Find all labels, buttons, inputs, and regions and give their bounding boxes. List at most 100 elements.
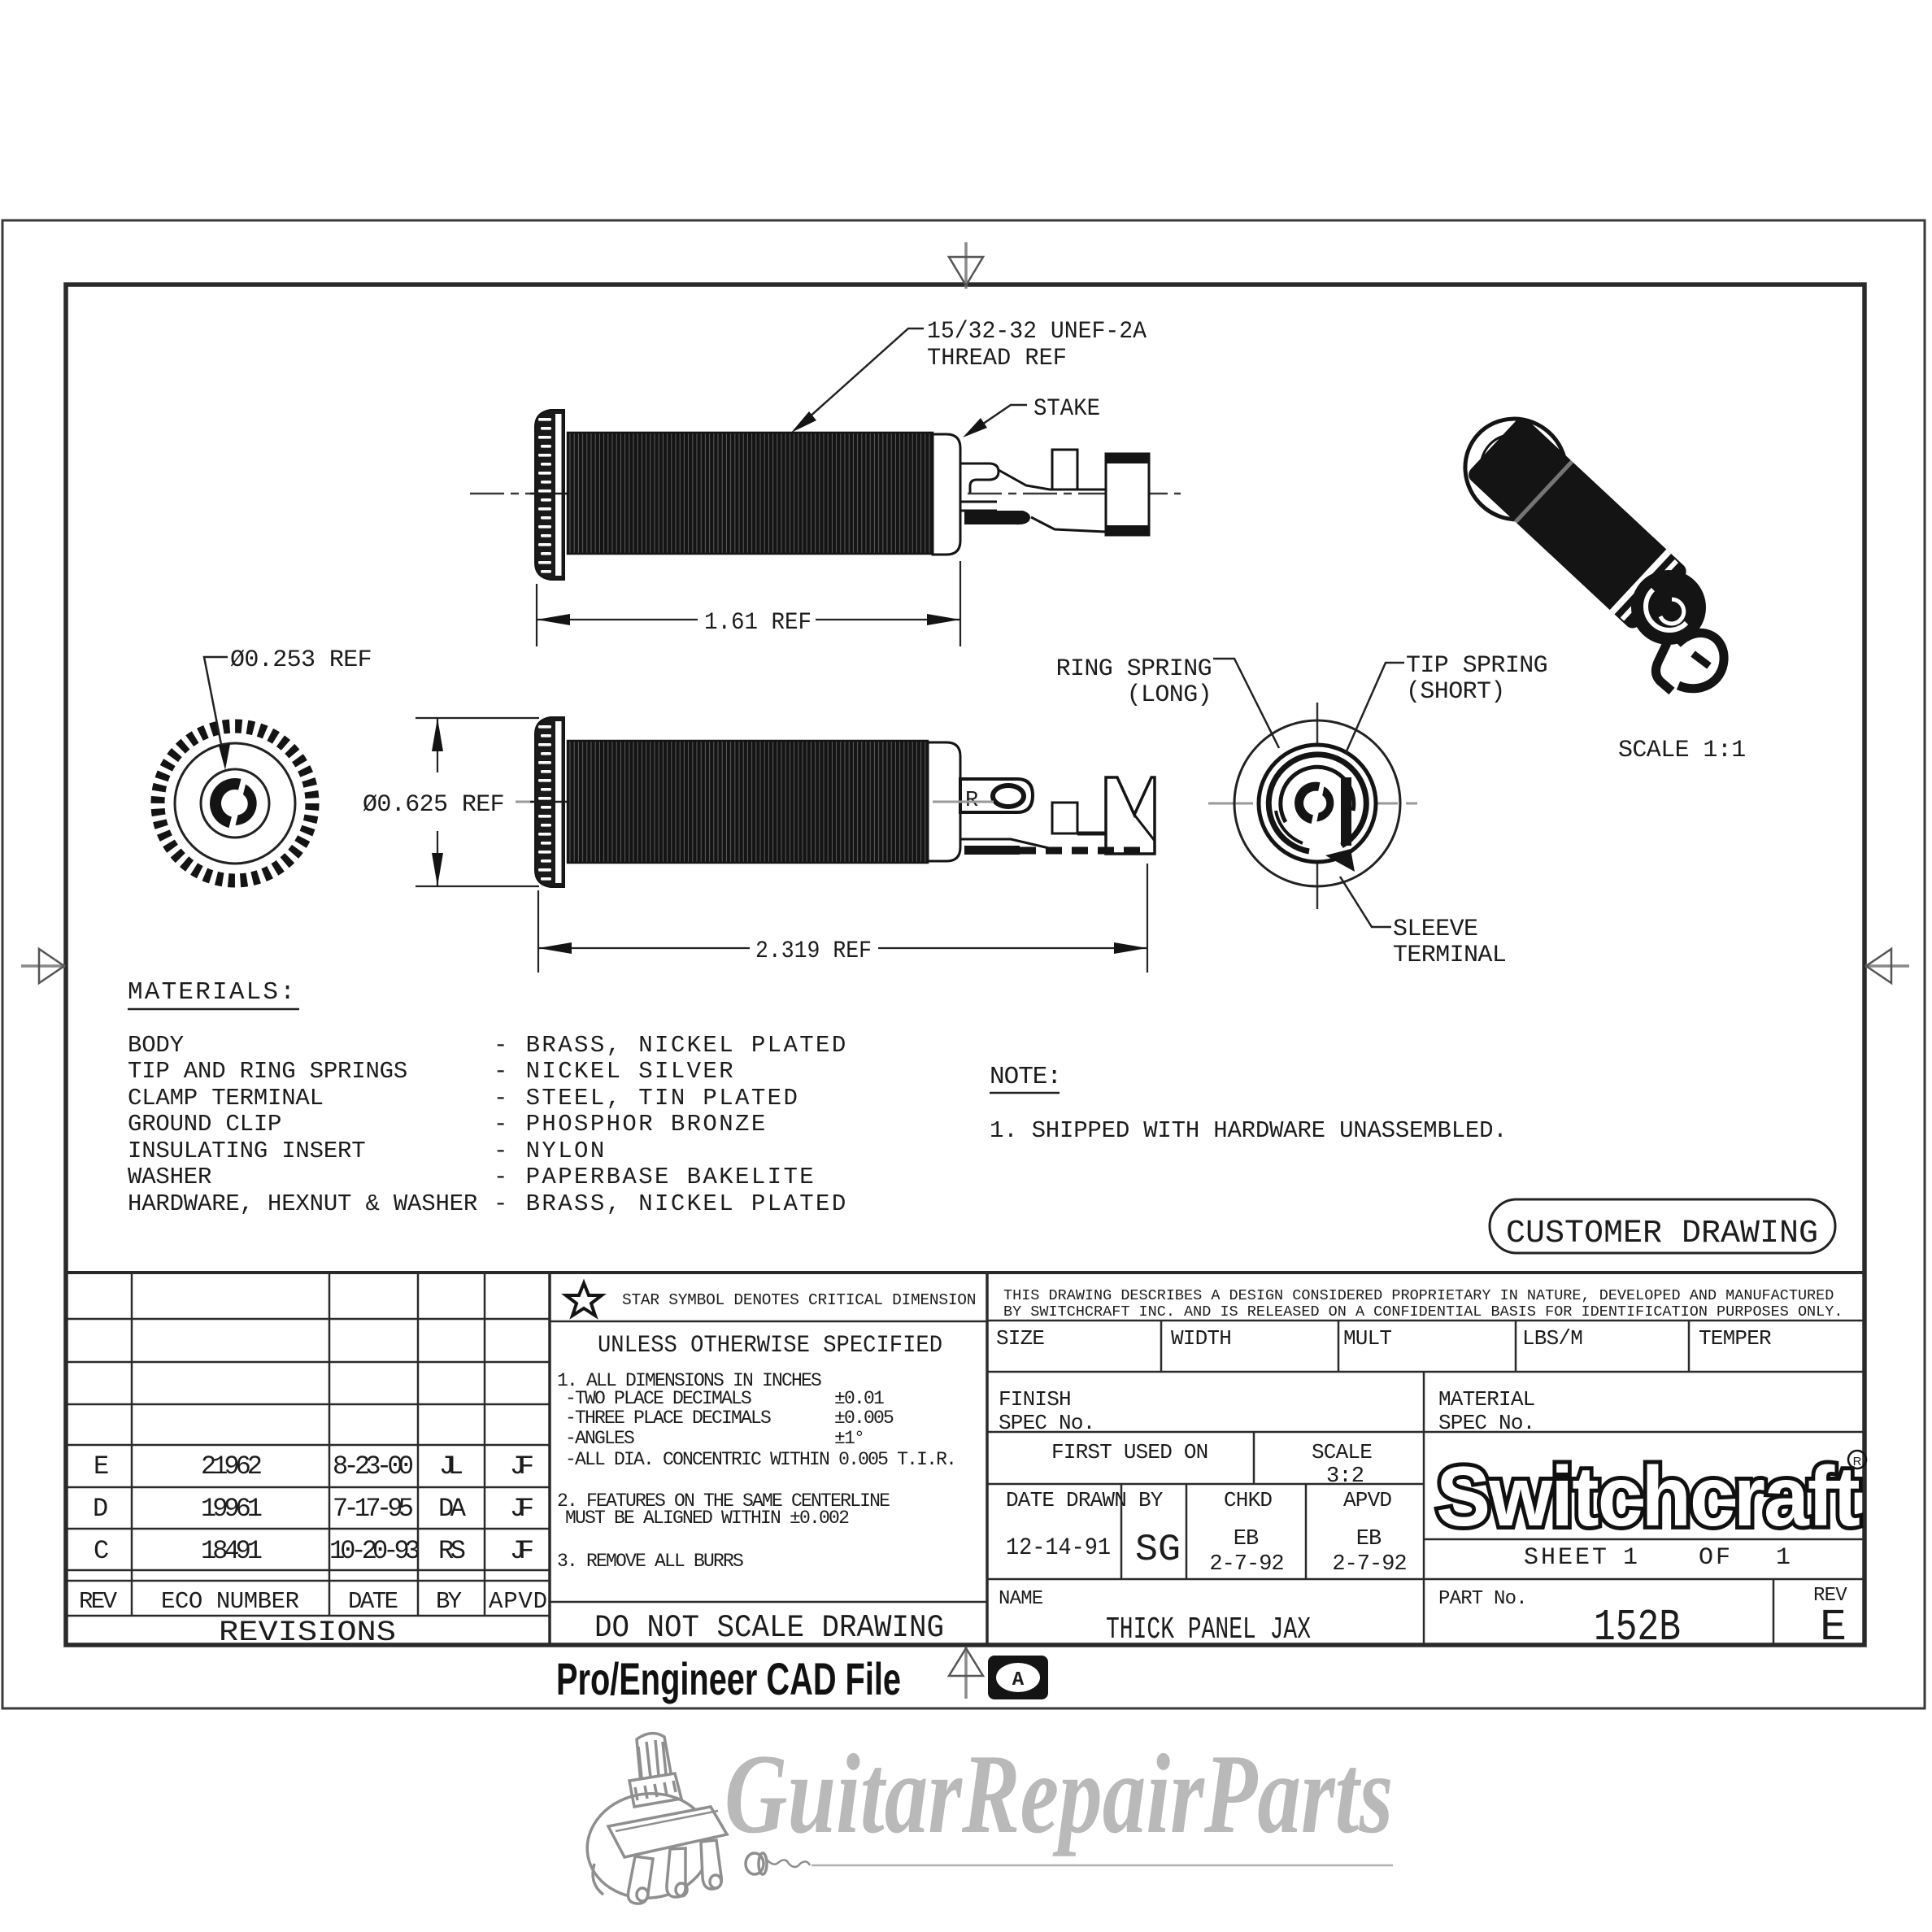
svg-text:1. SHIPPED WITH HARDWARE UNASS: 1. SHIPPED WITH HARDWARE UNASSEMBLED. xyxy=(990,1117,1508,1144)
svg-text:7-17-95: 7-17-95 xyxy=(333,1494,414,1524)
svg-text:JF: JF xyxy=(510,1536,534,1566)
svg-text:2. FEATURES ON THE SAME CENTER: 2. FEATURES ON THE SAME CENTERLINE xyxy=(557,1490,890,1512)
svg-text:JF: JF xyxy=(510,1494,534,1524)
svg-text:TERMINAL: TERMINAL xyxy=(1393,942,1506,969)
svg-text:RS: RS xyxy=(438,1536,466,1566)
svg-text:WASHER: WASHER xyxy=(128,1164,211,1190)
svg-text:REV: REV xyxy=(79,1588,118,1615)
svg-text:SIZE: SIZE xyxy=(996,1326,1044,1351)
svg-text:21962: 21962 xyxy=(201,1451,263,1482)
svg-text:R: R xyxy=(1853,1455,1862,1469)
svg-text:- STEEL, TIN PLATED: - STEEL, TIN PLATED xyxy=(494,1085,799,1112)
svg-text:JF: JF xyxy=(510,1451,534,1482)
svg-text:CUSTOMER DRAWING: CUSTOMER DRAWING xyxy=(1506,1216,1818,1252)
svg-text:C: C xyxy=(94,1536,109,1566)
svg-text:BY: BY xyxy=(436,1588,462,1615)
svg-text:STAKE: STAKE xyxy=(1033,395,1100,423)
svg-text:FINISH: FINISH xyxy=(999,1387,1071,1412)
svg-text:2-7-92: 2-7-92 xyxy=(1332,1552,1406,1577)
svg-text:PART No.: PART No. xyxy=(1438,1588,1527,1610)
svg-text:CLAMP TERMINAL: CLAMP TERMINAL xyxy=(128,1085,324,1112)
svg-text:±0.005: ±0.005 xyxy=(834,1408,894,1429)
svg-text:SCALE: SCALE xyxy=(1312,1440,1372,1464)
svg-text:2.319 REF: 2.319 REF xyxy=(755,938,872,965)
svg-text:TEMPER: TEMPER xyxy=(1699,1326,1771,1351)
svg-text:10-20-93: 10-20-93 xyxy=(329,1536,420,1566)
svg-text:3. REMOVE ALL BURRS: 3. REMOVE ALL BURRS xyxy=(557,1551,743,1572)
svg-text:2-7-92: 2-7-92 xyxy=(1209,1552,1283,1577)
svg-text:DA: DA xyxy=(438,1494,467,1524)
svg-text:CHKD: CHKD xyxy=(1224,1488,1272,1512)
svg-text:THREAD REF: THREAD REF xyxy=(927,345,1067,372)
svg-text:SHEET: SHEET xyxy=(1524,1544,1609,1572)
svg-text:APVD: APVD xyxy=(489,1588,547,1615)
svg-text:INSULATING INSERT: INSULATING INSERT xyxy=(128,1138,365,1164)
svg-text:-THREE PLACE DECIMALS: -THREE PLACE DECIMALS xyxy=(565,1408,771,1429)
svg-text:1. ALL DIMENSIONS IN INCHES: 1. ALL DIMENSIONS IN INCHES xyxy=(557,1370,821,1391)
svg-text:STAR SYMBOL DENOTES CRITICAL D: STAR SYMBOL DENOTES CRITICAL DIMENSION xyxy=(622,1291,976,1309)
svg-text:OF: OF xyxy=(1699,1544,1733,1572)
svg-text:A: A xyxy=(1012,1669,1025,1691)
svg-text:THIS DRAWING DESCRIBES A DESIG: THIS DRAWING DESCRIBES A DESIGN CONSIDER… xyxy=(1003,1287,1834,1304)
svg-text:SCALE 1:1: SCALE 1:1 xyxy=(1618,737,1746,764)
svg-text:±1°: ±1° xyxy=(834,1428,864,1449)
svg-text:E: E xyxy=(94,1451,109,1482)
svg-text:TIP SPRING: TIP SPRING xyxy=(1406,652,1547,680)
svg-text:SG: SG xyxy=(1135,1529,1181,1571)
svg-text:DO NOT SCALE DRAWING: DO NOT SCALE DRAWING xyxy=(594,1610,944,1646)
svg-text:THICK PANEL JAX: THICK PANEL JAX xyxy=(1106,1612,1311,1647)
svg-text:TIP AND RING SPRINGS: TIP AND RING SPRINGS xyxy=(128,1058,407,1085)
svg-text:- PAPERBASE BAKELITE: - PAPERBASE BAKELITE xyxy=(494,1164,816,1190)
svg-text:LBS/M: LBS/M xyxy=(1522,1326,1582,1351)
svg-text:BODY: BODY xyxy=(128,1032,184,1059)
svg-text:Switchcraft: Switchcraft xyxy=(1436,1448,1860,1543)
svg-text:8-23-00: 8-23-00 xyxy=(333,1451,414,1482)
svg-text:JL: JL xyxy=(439,1451,463,1482)
svg-text:1: 1 xyxy=(1776,1544,1793,1572)
svg-text:MATERIALS:: MATERIALS: xyxy=(128,978,297,1007)
svg-text:- NYLON: - NYLON xyxy=(494,1138,607,1164)
svg-text:12-14-91: 12-14-91 xyxy=(1006,1534,1111,1562)
svg-text:APVD: APVD xyxy=(1343,1488,1391,1512)
svg-text:D: D xyxy=(93,1494,108,1524)
svg-text:BY SWITCHCRAFT INC. AND IS REL: BY SWITCHCRAFT INC. AND IS RELEASED ON A… xyxy=(1003,1303,1843,1321)
svg-text:1.61 REF: 1.61 REF xyxy=(704,609,812,637)
svg-text:EB: EB xyxy=(1356,1527,1382,1551)
svg-text:MUST BE ALIGNED WITHIN ±0.002: MUST BE ALIGNED WITHIN ±0.002 xyxy=(565,1508,849,1529)
svg-text:1: 1 xyxy=(1623,1544,1640,1572)
svg-text:GuitarRepairParts: GuitarRepairParts xyxy=(724,1730,1393,1856)
svg-text:GROUND CLIP: GROUND CLIP xyxy=(128,1111,281,1138)
svg-text:DATE: DATE xyxy=(348,1588,398,1615)
svg-text:- NICKEL SILVER: - NICKEL SILVER xyxy=(494,1058,735,1085)
svg-text:NOTE:: NOTE: xyxy=(990,1063,1061,1091)
svg-text:±0.01: ±0.01 xyxy=(834,1388,884,1409)
svg-text:DATE DRAWN: DATE DRAWN xyxy=(1006,1488,1126,1512)
svg-text:MULT: MULT xyxy=(1343,1326,1391,1351)
svg-text:UNLESS OTHERWISE SPECIFIED: UNLESS OTHERWISE SPECIFIED xyxy=(598,1332,942,1360)
svg-text:FIRST USED ON: FIRST USED ON xyxy=(1051,1440,1208,1464)
svg-text:-ALL DIA. CONCENTRIC WITHIN 0.: -ALL DIA. CONCENTRIC WITHIN 0.005 T.I.R. xyxy=(565,1449,955,1470)
svg-text:18491: 18491 xyxy=(201,1536,263,1566)
svg-text:ECO NUMBER: ECO NUMBER xyxy=(161,1588,299,1615)
svg-text:SLEEVE: SLEEVE xyxy=(1393,916,1477,943)
svg-text:(SHORT): (SHORT) xyxy=(1406,678,1505,706)
svg-text:- BRASS, NICKEL PLATED: - BRASS, NICKEL PLATED xyxy=(494,1032,848,1059)
svg-text:(LONG): (LONG) xyxy=(1127,681,1212,709)
svg-text:-TWO PLACE DECIMALS: -TWO PLACE DECIMALS xyxy=(565,1388,751,1409)
svg-text:SPEC No.: SPEC No. xyxy=(1438,1411,1534,1435)
svg-text:3:2: 3:2 xyxy=(1326,1464,1364,1489)
svg-text:REVISIONS: REVISIONS xyxy=(219,1617,396,1649)
svg-text:152B: 152B xyxy=(1594,1602,1681,1653)
svg-text:19961: 19961 xyxy=(201,1494,263,1524)
svg-text:NAME: NAME xyxy=(999,1588,1043,1610)
svg-text:- PHOSPHOR BRONZE: - PHOSPHOR BRONZE xyxy=(494,1111,768,1138)
svg-text:SPEC No.: SPEC No. xyxy=(999,1411,1094,1435)
svg-text:REV: REV xyxy=(1813,1585,1847,1607)
svg-text:BY: BY xyxy=(1138,1488,1164,1512)
svg-text:- BRASS, NICKEL PLATED: - BRASS, NICKEL PLATED xyxy=(494,1190,848,1217)
svg-text:Ø0.625 REF: Ø0.625 REF xyxy=(363,791,504,819)
svg-text:WIDTH: WIDTH xyxy=(1171,1326,1231,1351)
svg-text:15/32-32 UNEF-2A: 15/32-32 UNEF-2A xyxy=(927,318,1147,346)
svg-text:E: E xyxy=(1820,1602,1847,1653)
svg-text:Ø0.253 REF: Ø0.253 REF xyxy=(230,646,372,674)
